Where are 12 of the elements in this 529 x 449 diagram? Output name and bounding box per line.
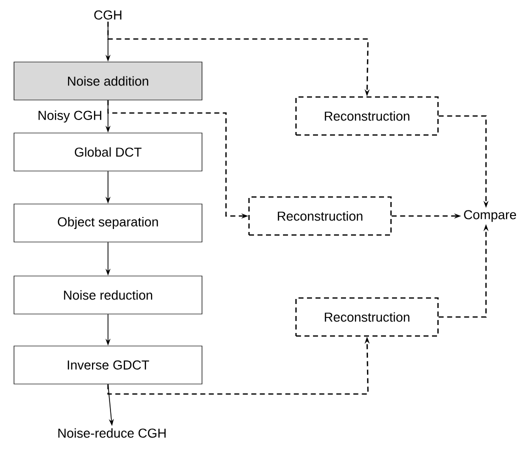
dashed-box: Reconstruction	[248, 196, 392, 236]
text-label: Noise-reduce CGH	[58, 428, 166, 438]
text-label: Compare	[464, 210, 516, 222]
text-label: CGH	[94, 10, 122, 20]
process-box: Noise addition	[14, 62, 202, 100]
dashed-box: Reconstruction	[295, 297, 439, 337]
process-box: Global DCT	[14, 132, 202, 172]
process-box: Noise reduction	[14, 276, 202, 314]
dashed-box: Reconstruction	[295, 96, 439, 136]
process-box: Inverse GDCT	[14, 346, 202, 384]
process-box: Object separation	[14, 204, 202, 242]
edge-label: Noisy CGH	[36, 108, 104, 124]
